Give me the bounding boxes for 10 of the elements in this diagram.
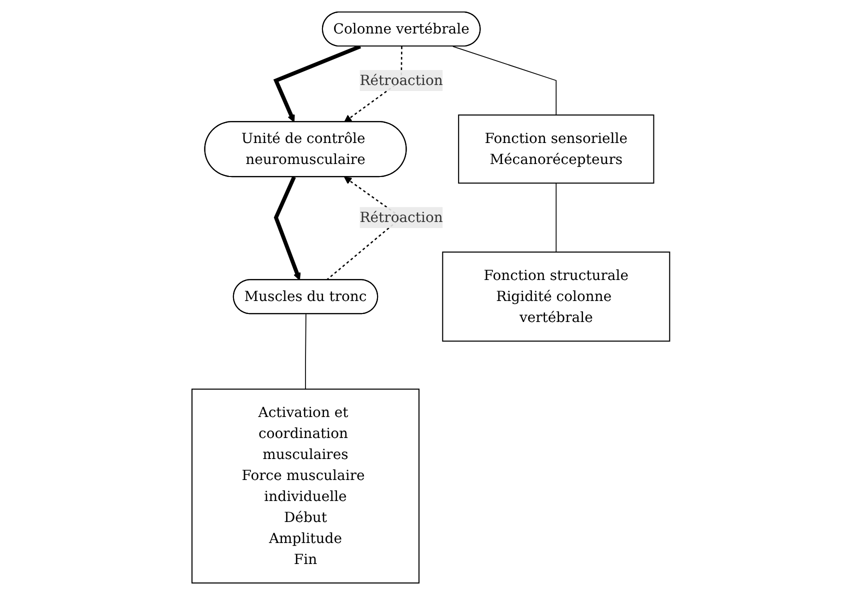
arrow (274, 176, 301, 280)
connector (452, 46, 557, 115)
edge-label: Rétroaction (360, 208, 444, 225)
arrow (274, 44, 362, 122)
node-box: Activation et coordination musculaires Force musculaire individuelle Début Amplitude Fin (192, 388, 420, 584)
connector (556, 182, 557, 252)
edge-label: Rétroaction (360, 71, 444, 88)
connector (305, 313, 307, 390)
node-box: Fonction structurale Rigidité colonne vertébrale (442, 251, 670, 342)
node-box: Fonction sensorielle Mécanorécepteurs (458, 114, 654, 184)
